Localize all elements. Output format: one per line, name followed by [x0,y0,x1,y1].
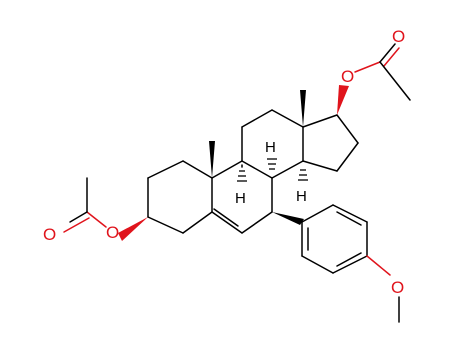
bond-o-acyl-top [354,61,381,73]
bond-c14-c8 [271,160,304,179]
hash-h14 [298,169,308,181]
bond-c7-c6 [241,211,273,234]
bond-c4-c3 [147,216,184,234]
bond-ar-inner-2 [336,252,362,267]
methyl-c19-wedge [209,141,215,178]
methoxyphenyl-ring [301,204,368,274]
hash-h8 [267,158,277,170]
wedge-c17-o [337,85,349,115]
ring-b [211,160,273,234]
o-methoxy: O [391,278,404,297]
h-c14-label: H [296,188,307,205]
o-left-ester: O [106,223,119,242]
bond-ar-o [366,255,391,276]
bond-c9-c8 [241,160,273,179]
bond-c10-c9 [211,160,243,179]
ring-d [302,114,359,172]
bond-ar5-ar6 [301,255,334,274]
bond-c1-c10 [182,160,213,179]
o-top-carbonyl: O [392,27,405,46]
ring-c [241,109,304,179]
bond-c16-c15 [336,142,359,172]
o-left-carbonyl: O [43,225,56,244]
bond-o-acyl-left [86,211,107,228]
bond-c12-c13 [271,109,304,128]
bond-c15-c14 [302,160,338,172]
bond-c17-c16 [336,114,359,144]
bond-c1-c2 [147,160,184,179]
bond-carbonyl-double-top [383,47,400,67]
bond-ar2-ar3 [332,204,368,223]
bond-c6-c5 [211,211,243,234]
bond-c13-c17 [302,114,338,128]
wedge-c7-aryl [272,212,304,225]
bond-ar-inner-1 [336,211,362,226]
bond-ar4-ar5 [332,255,368,274]
wedge-c3-o [118,217,148,241]
bond-acyl-methyl-top [379,61,411,101]
o-top-ester: O [341,67,354,86]
bond-c5-c6-double [213,208,239,227]
h-c8-label: H [265,139,276,156]
bond-ar1-ar2 [301,204,334,223]
methyl-c18-wedge [300,90,306,127]
bond-c11-c12 [241,109,273,128]
bond-acyl-carbonyl-left [69,211,88,223]
ring-a [147,160,213,234]
hash-h9 [237,164,247,182]
bond-carbonyl-double-left [63,217,90,233]
h-c9-label: H [235,190,246,207]
bond-acyl-carbonyl-top [379,43,396,63]
bond-c5-c4 [182,211,213,234]
